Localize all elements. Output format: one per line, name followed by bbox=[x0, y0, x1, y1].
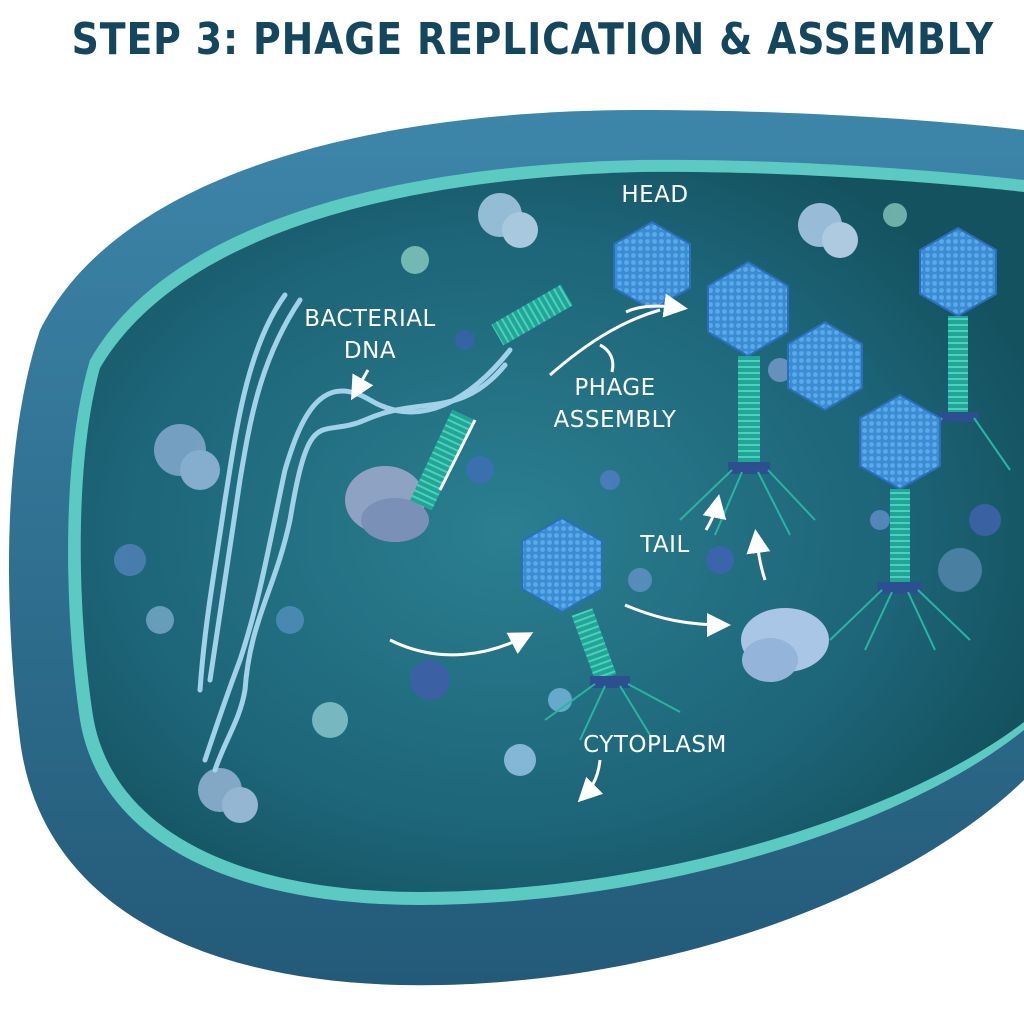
arrow-tail-up bbox=[702, 494, 727, 531]
phage-particle bbox=[829, 393, 971, 651]
divider-line bbox=[438, 419, 477, 491]
arrow-to-head bbox=[625, 293, 688, 318]
page-title: STEP 3: PHAGE REPLICATION & ASSEMBLY bbox=[71, 14, 995, 65]
label-cytoplasm: CYTOPLASM bbox=[583, 732, 727, 758]
arrow-to-phage-assembly bbox=[549, 308, 661, 377]
phage-particle bbox=[787, 320, 863, 412]
arrow-to-ribosome bbox=[624, 603, 731, 637]
phage-particle bbox=[521, 516, 681, 741]
arrow-dna bbox=[351, 369, 374, 401]
bacterial-dna bbox=[197, 292, 513, 773]
label-bacterial-dna-line2: DNA bbox=[344, 338, 396, 364]
label-phage-assembly-line1: PHAGE bbox=[574, 375, 655, 401]
free-tail-2 bbox=[409, 409, 475, 511]
process-arrows bbox=[351, 293, 771, 803]
protein-clusters bbox=[114, 193, 1001, 823]
free-tail-1 bbox=[491, 284, 573, 346]
label-phage-assembly-line2: ASSEMBLY bbox=[554, 407, 677, 433]
arrow-cytoplasm bbox=[577, 759, 604, 803]
label-head: HEAD bbox=[621, 182, 688, 208]
bracket-phage-assembly bbox=[599, 343, 615, 373]
label-bacterial-dna-line1: BACTERIAL bbox=[304, 306, 436, 332]
ribosome-complexes bbox=[345, 466, 829, 682]
arrow-to-phage-6 bbox=[389, 632, 534, 657]
label-tail: TAIL bbox=[639, 532, 690, 558]
arrow-tail-up-2 bbox=[746, 529, 771, 581]
phage-particle bbox=[613, 220, 691, 312]
phage-particle bbox=[679, 260, 816, 536]
